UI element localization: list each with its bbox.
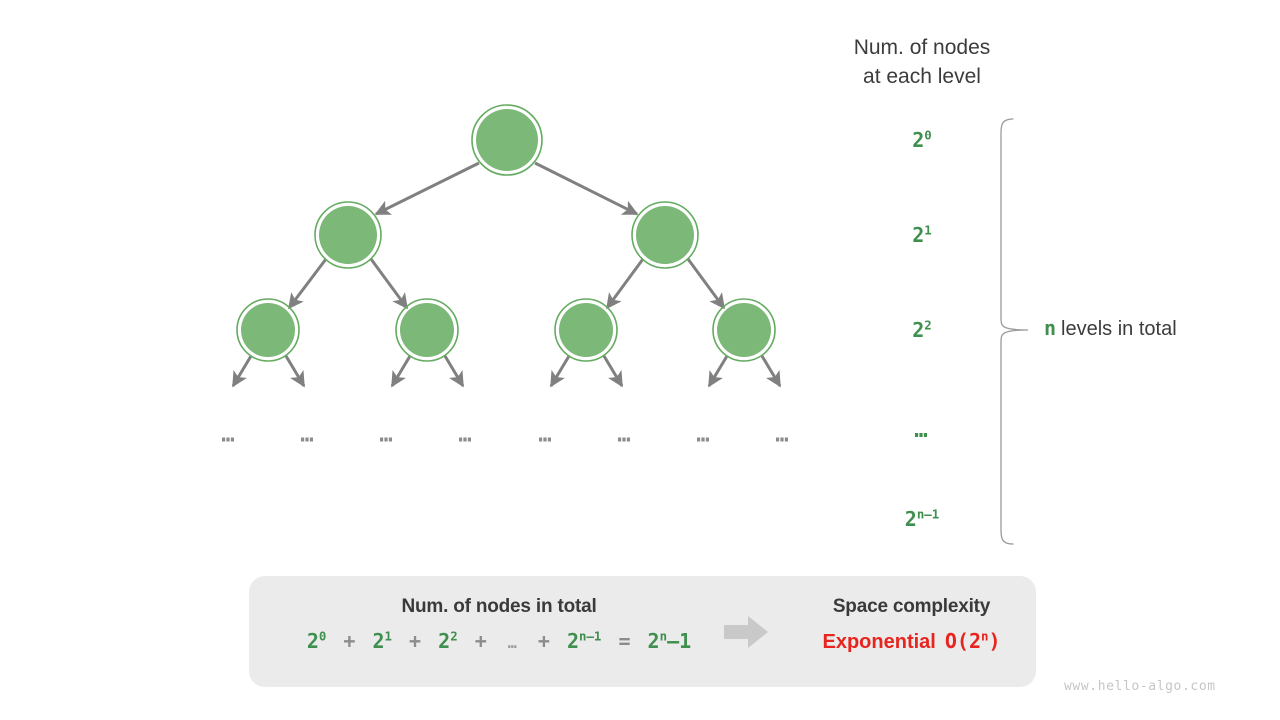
result-word: Exponential: [822, 631, 936, 653]
formula-term-1: 2: [372, 629, 385, 653]
formula-exp-4: n: [659, 628, 668, 644]
summary-left-title: Num. of nodes in total: [401, 596, 597, 617]
formula-exp-3: n–1: [579, 628, 602, 644]
tree-node-l2-3: [712, 298, 776, 362]
leaf-ellipsis-7: …: [775, 422, 791, 448]
edge-l1-0-left: [287, 258, 328, 310]
leaf-ellipsis-6: …: [696, 422, 712, 448]
tree-nodes: [236, 104, 776, 362]
total-levels-symbol: n: [1044, 316, 1057, 340]
result-bigo-open: O(2: [944, 629, 981, 653]
leaf-ellipsis-2: …: [379, 422, 395, 448]
summary-right-column: Space complexity Exponential O(2n): [787, 576, 1036, 654]
edge-l2-2-right: [602, 355, 624, 388]
edge-l2-3-left: [707, 355, 729, 388]
level-label-1: 21: [862, 223, 982, 247]
level-label-1-base: 2: [912, 223, 925, 247]
leaf-ellipsis-0: …: [221, 422, 237, 448]
levels-brace: [1000, 118, 1029, 545]
leaf-ellipsis-5: …: [617, 422, 633, 448]
formula-exp-2: 2: [450, 628, 458, 644]
result-bigo: O(2n): [945, 629, 1001, 653]
leaf-ellipsis-1: …: [300, 422, 316, 448]
edge-l2-1-left: [390, 355, 412, 388]
edge-l2-0-right: [284, 355, 306, 388]
result-bigo-exp: n: [980, 628, 989, 644]
tree-node-l1-1: [631, 201, 699, 269]
formula-term-3: 2: [566, 629, 580, 653]
formula-term-2: 2: [438, 629, 451, 653]
edge-l2-0-left: [231, 355, 253, 388]
total-levels-text: levels in total: [1061, 318, 1177, 340]
formula-term-0: 2: [306, 629, 319, 653]
level-label-0-exp: 0: [924, 127, 932, 143]
column-header: Num. of nodes at each level: [853, 36, 991, 88]
edge-root-left: [374, 161, 480, 216]
level-label-0-base: 2: [912, 128, 925, 152]
formula-plus-1: +: [343, 629, 356, 653]
formula-plus-3: +: [474, 629, 487, 653]
level-label-0: 20: [862, 128, 982, 152]
tree-node-l2-2: [554, 298, 618, 362]
edge-l1-0-right: [369, 258, 409, 310]
summary-left-column: Num. of nodes in total 20 + 21 + 22 + … …: [249, 576, 749, 653]
formula-term-4: 2: [647, 629, 660, 653]
result-bigo-close: ): [988, 629, 1001, 653]
right-arrow-icon: [724, 616, 768, 648]
level-label-last-base: 2: [904, 507, 917, 531]
level-label-2: 22: [862, 318, 982, 342]
summary-right-title: Space complexity: [832, 596, 991, 617]
level-label-2-exp: 2: [924, 317, 932, 333]
summary-formula: 20 + 21 + 22 + … + 2n–1 = 2n–1: [249, 629, 749, 653]
summary-result: Exponential O(2n): [787, 629, 1036, 654]
leaf-ellipsis-4: …: [538, 422, 554, 448]
edge-l2-3-right: [760, 355, 782, 388]
level-label-1-exp: 1: [924, 222, 932, 238]
tree-node-root: [471, 104, 543, 176]
formula-equals: =: [618, 629, 631, 653]
level-label-last: 2n–1: [862, 507, 982, 531]
summary-panel: Num. of nodes in total 20 + 21 + 22 + … …: [249, 576, 1036, 687]
formula-ellipsis: …: [507, 634, 517, 652]
leaf-ellipsis-3: …: [458, 422, 474, 448]
edge-l1-1-right: [686, 258, 726, 310]
formula-exp-1: 1: [384, 628, 392, 644]
edge-l2-1-right: [443, 355, 465, 388]
level-label-last-exp: n–1: [916, 506, 940, 522]
formula-plus-2: +: [409, 629, 422, 653]
tree-edges: [231, 161, 782, 388]
watermark-url: www.hello-algo.com: [1064, 679, 1216, 694]
edge-root-right: [534, 161, 639, 216]
edge-l1-1-left: [605, 258, 645, 310]
formula-exp-0: 0: [318, 628, 327, 644]
formula-minus-one: –1: [667, 629, 692, 653]
tree-node-l2-0: [236, 298, 300, 362]
edge-l2-2-left: [549, 355, 571, 388]
formula-plus-4: +: [537, 629, 550, 653]
level-label-2-base: 2: [912, 318, 925, 342]
level-label-ellipsis-base: …: [914, 418, 930, 443]
tree-node-l1-0: [314, 201, 382, 269]
level-label-ellipsis: …: [862, 418, 982, 443]
tree-node-l2-1: [395, 298, 459, 362]
